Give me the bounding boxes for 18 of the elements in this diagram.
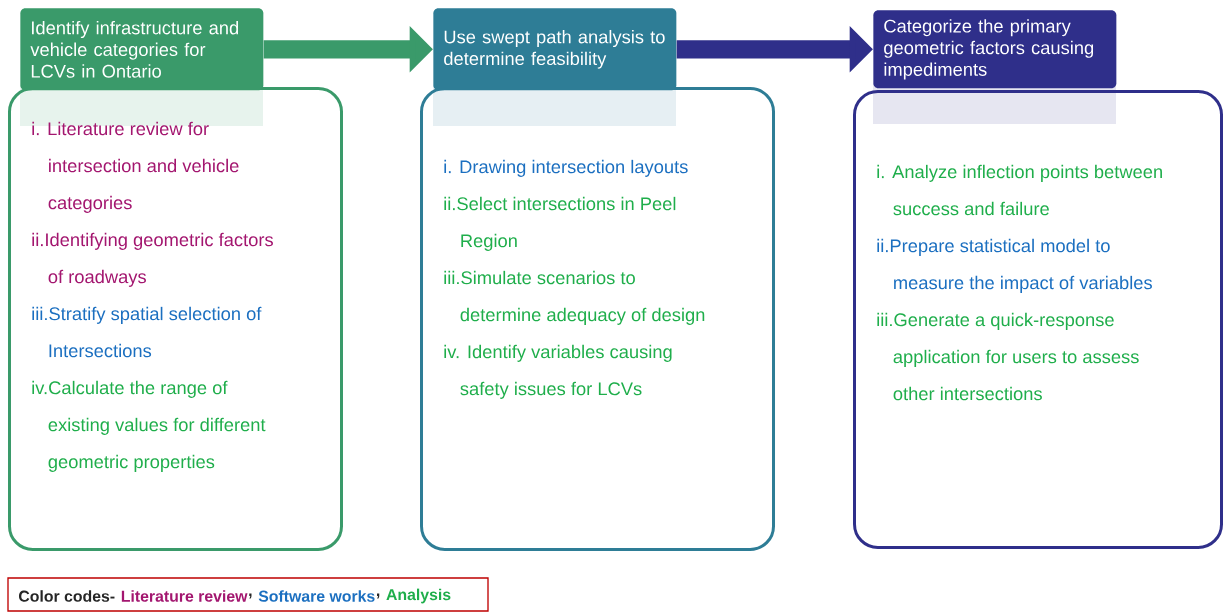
legend-entry: Literature review: [121, 590, 248, 602]
list-item: iv.Calculate the range of existing values for different geometric properties: [32, 380, 266, 472]
list-item: i. Drawing intersection layouts: [444, 159, 688, 177]
list-item: ii.Identifying geometric factors of roadways: [32, 232, 273, 287]
header-box: Identify infrastructure and vehicle categories for LCVs in Ontario: [20, 8, 264, 91]
separator-comma: ,: [249, 593, 252, 599]
legend-entry: Analysis: [386, 588, 451, 604]
node-label: Categorize the primary geometric factors causing impediments: [884, 19, 1094, 80]
legend-title: Color codes-: [19, 590, 115, 602]
list-item: iv. Identify variables causing safety issues for LCVs: [444, 344, 672, 399]
rounded-box: [853, 90, 1223, 549]
header-box: Use swept path analysis to determine feasibility: [433, 8, 677, 91]
list-item: ii.Prepare statistical model to measure the impact of variables: [877, 238, 1152, 293]
list-item: iii.Stratify spatial selection of Intersections: [32, 306, 262, 358]
list-item: i. Analyze inflection points between success and failure: [877, 164, 1162, 216]
list-item: iii.Generate a quick-response application for users to assess other intersections: [877, 312, 1139, 401]
legend-entry: Software works: [258, 590, 375, 602]
separator-comma: ,: [377, 593, 380, 599]
